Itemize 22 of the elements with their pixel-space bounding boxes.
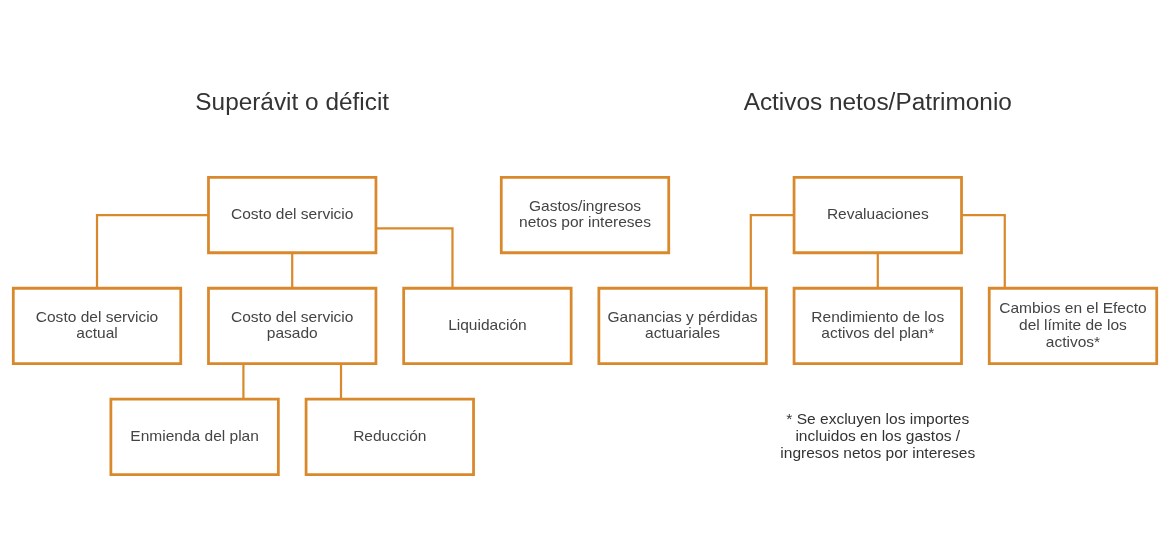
node-box: Rendimiento de los activos del plan*	[792, 286, 963, 365]
connector	[95, 213, 209, 288]
connector	[376, 226, 454, 288]
connector	[339, 363, 343, 399]
node-box: Costo del servicio pasado	[207, 286, 378, 365]
node-box: Ganancias y pérdidas actuariales	[597, 286, 768, 365]
node-box: Enmienda del plan	[109, 397, 280, 476]
node-box: Costo del servicio	[207, 175, 378, 254]
connector	[749, 213, 794, 288]
label: Activos netos/Patrimonio	[743, 87, 1012, 115]
label: * Se excluyen los importes incluidos en los gastos / ingresos netos por intereses	[780, 409, 976, 461]
node-box: Liquidación	[402, 286, 573, 365]
node-box: Cambios en el Efecto del límite de los activos*	[987, 286, 1159, 365]
node-box: Reducción	[304, 397, 475, 476]
connector	[876, 252, 879, 288]
node-box: Costo del servicio actual	[11, 286, 183, 365]
node-box: Gastos/ingresos netos por intereses	[499, 175, 671, 254]
label: Superávit o déficit	[195, 87, 390, 115]
node-box: Revaluaciones	[792, 175, 963, 254]
connector	[961, 213, 1006, 288]
connector	[242, 363, 245, 399]
connector	[291, 252, 294, 288]
